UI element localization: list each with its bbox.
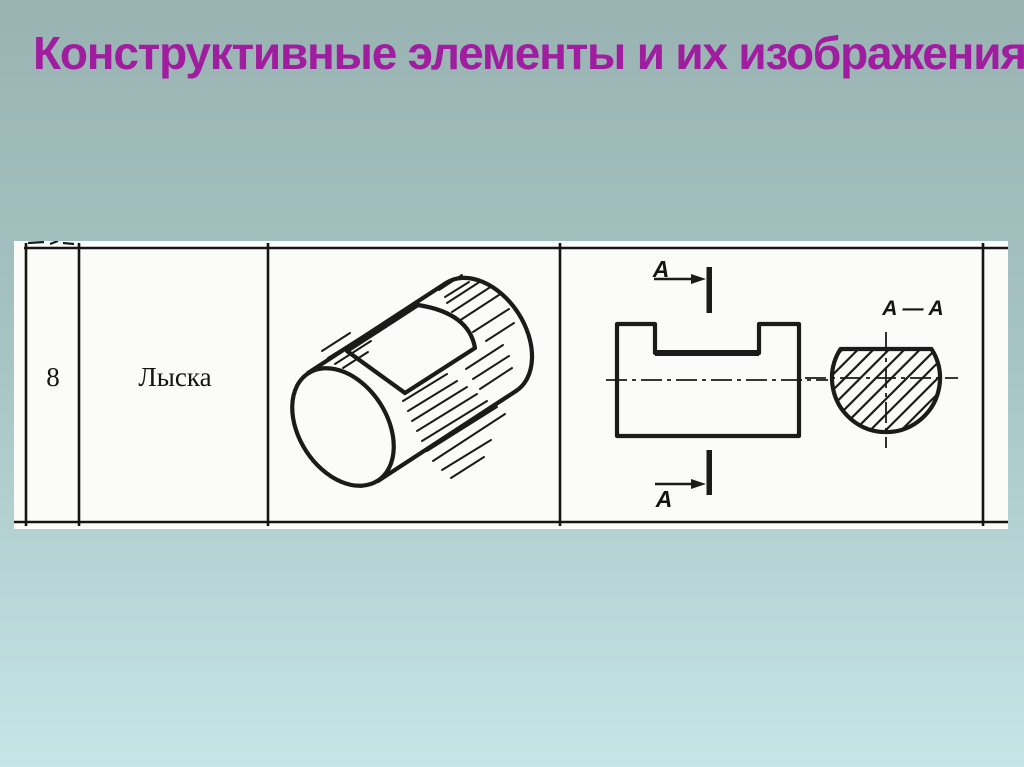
row-number: 8 xyxy=(46,362,60,392)
cutting-plane-top: A xyxy=(652,256,712,313)
cylinder-back-arc xyxy=(443,275,535,394)
arrow-head-bottom-icon xyxy=(691,479,706,489)
cutting-plane-bottom: A xyxy=(655,450,712,512)
arrow-head-top-icon xyxy=(691,274,706,284)
table-grid xyxy=(14,243,1008,526)
section-hatching xyxy=(831,349,940,433)
scan-artifact xyxy=(27,241,75,246)
engineering-drawing: 8 Лыска xyxy=(14,241,1008,526)
section-label-bottom: A xyxy=(655,486,673,512)
cylinder-front-face xyxy=(290,366,396,488)
section-view: A — A xyxy=(805,297,958,448)
section-plane-stroke-bottom xyxy=(706,450,712,495)
section-label-top: A xyxy=(652,256,670,282)
section-outline xyxy=(829,346,943,435)
section-plane-stroke-top xyxy=(706,267,712,313)
cylinder-bottom-outline xyxy=(375,388,519,484)
front-view: A A xyxy=(606,256,828,512)
section-view-label: A — A xyxy=(881,297,943,320)
content-panel: 8 Лыска xyxy=(14,241,1008,529)
cylinder-shading xyxy=(321,274,515,479)
front-view-outline xyxy=(614,321,802,439)
element-name: Лыска xyxy=(138,362,211,392)
pictorial-view-cylinder-with-flat xyxy=(290,274,535,488)
slide-title: Конструктивные элементы и их изображения xyxy=(33,27,1024,79)
cylinder-top-outline xyxy=(305,280,449,376)
flat-face xyxy=(344,302,478,396)
